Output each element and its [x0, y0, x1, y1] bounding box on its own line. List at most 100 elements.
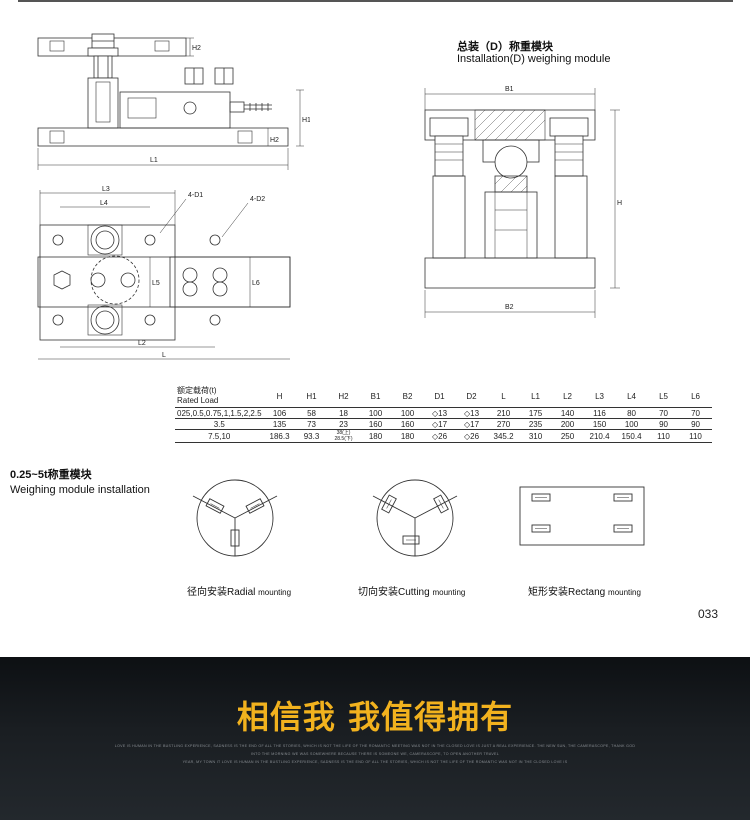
- table-cell: 210.4: [583, 429, 616, 443]
- table-cell: 175: [519, 407, 552, 419]
- label-l3: L3: [102, 186, 110, 193]
- table-cell: 135: [263, 418, 296, 430]
- radial-cn: 径向安装: [187, 587, 227, 598]
- side-view-drawing: H2 H1 H2 L1: [37, 33, 310, 170]
- rectangular-suffix: mounting: [608, 588, 641, 597]
- table-header-row: 额定载荷(t) Rated Load H H1 H2 B1 B2 D1 D2 L…: [175, 385, 712, 408]
- col-d2: D2: [455, 385, 488, 408]
- module-section-title: 0.25~5t称重模块: [10, 469, 92, 481]
- col-h2: H2: [327, 385, 360, 408]
- base-plate: [37, 127, 289, 147]
- table-cell: ◇26: [455, 429, 488, 443]
- col-l: L: [487, 385, 520, 408]
- table-cell: ◇13: [455, 407, 488, 419]
- row-load: 7.5,10: [175, 429, 264, 443]
- installation-d-subtitle: Installation(D) weighing module: [457, 53, 611, 65]
- row-load: 3.5: [175, 418, 264, 430]
- rectangular-en: Rectang: [568, 587, 606, 598]
- table-cell: 140: [551, 407, 584, 419]
- label-l4: L4: [100, 200, 108, 207]
- col-b1: B1: [359, 385, 392, 408]
- table-cell: ◇26: [423, 429, 456, 443]
- label-l2: L2: [138, 340, 146, 347]
- table-cell: 310: [519, 429, 552, 443]
- table-cell: 345.2: [487, 429, 520, 443]
- table-cell: 150: [583, 418, 616, 430]
- radial-caption: 径向安装Radial mounting: [187, 583, 291, 598]
- table-cell: 70: [679, 407, 712, 419]
- rectangular-cn: 矩形安装: [528, 587, 568, 598]
- label-d2: 4-D2: [250, 196, 265, 203]
- banner-fine-text: LOVE IS HUMAN IN THE BUSTLING EXPERIENCE…: [114, 744, 636, 748]
- label-b2: B2: [505, 304, 514, 311]
- label-l1: L1: [150, 157, 158, 164]
- col-l5: L5: [647, 385, 680, 408]
- table-cell: 160: [391, 418, 424, 430]
- label-h2-top: H2: [192, 45, 201, 52]
- label-l6: L6: [252, 280, 260, 287]
- table-cell-h2-split: 38(上) 28.5(下): [327, 429, 360, 443]
- col-l2: L2: [551, 385, 584, 408]
- spec-table: 额定载荷(t) Rated Load H H1 H2 B1 B2 D1 D2 L…: [175, 385, 712, 443]
- header-load-en: Rated Load: [177, 396, 219, 405]
- table-cell: ◇13: [423, 407, 456, 419]
- table-cell: 18: [327, 407, 360, 419]
- cutting-mounting-diagram: [372, 479, 458, 557]
- h2-upper: 38(上): [336, 430, 351, 436]
- label-h1: H1: [302, 117, 310, 124]
- top-divider: [18, 0, 733, 2]
- table-cell: 160: [359, 418, 392, 430]
- radial-en: Radial: [227, 587, 256, 598]
- table-cell: 210: [487, 407, 520, 419]
- radial-mounting-diagram: [192, 479, 278, 557]
- label-h2-bottom: H2: [270, 137, 279, 144]
- col-h: H: [263, 385, 296, 408]
- cutting-suffix: mounting: [432, 588, 466, 597]
- table-cell: 106: [263, 407, 296, 419]
- table-row: 7.5,10 186.3 93.3 38(上) 28.5(下) 180 180 …: [175, 429, 712, 443]
- table-cell: ◇17: [455, 418, 488, 430]
- table-cell: 90: [647, 418, 680, 430]
- col-b2: B2: [391, 385, 424, 408]
- col-l3: L3: [583, 385, 616, 408]
- label-l5: L5: [152, 280, 160, 287]
- table-cell: 110: [647, 429, 680, 443]
- table-cell: 80: [615, 407, 648, 419]
- table-cell: 100: [391, 407, 424, 419]
- label-b1: B1: [505, 86, 514, 93]
- table-cell: 58: [295, 407, 328, 419]
- cutting-en: Cutting: [398, 587, 430, 598]
- table-cell: 270: [487, 418, 520, 430]
- radial-suffix: mounting: [258, 588, 292, 597]
- page-number: 033: [698, 607, 719, 621]
- cutting-caption: 切向安装Cutting mounting: [358, 583, 465, 598]
- col-l1: L1: [519, 385, 552, 408]
- label-h: H: [617, 200, 622, 207]
- col-h1: H1: [295, 385, 328, 408]
- row-load: 025,0.5,0.75,1,1.5,2,2.5: [175, 407, 264, 419]
- col-l6: L6: [679, 385, 712, 408]
- banner-fine-text: INTO THE MORNING WE WAS SOMEWHERE BECAUS…: [250, 752, 500, 756]
- col-d1: D1: [423, 385, 456, 408]
- header-rated-load: 额定载荷(t) Rated Load: [175, 385, 264, 408]
- table-cell: 235: [519, 418, 552, 430]
- table-cell: 93.3: [295, 429, 328, 443]
- table-cell: 110: [679, 429, 712, 443]
- banner-fine-text: YEAR, MY TOWN IT LOVE IS HUMAN IN THE BU…: [182, 760, 568, 764]
- col-l4: L4: [615, 385, 648, 408]
- plan-view-drawing: L3 L4 4-D1 4-D2 L5 L6 L2 L: [37, 186, 291, 360]
- table-cell: 90: [679, 418, 712, 430]
- label-d1: 4-D1: [188, 192, 203, 199]
- table-cell: 70: [647, 407, 680, 419]
- header-load-cn: 额定载荷(t): [177, 386, 217, 395]
- bottom-banner: [0, 657, 750, 820]
- cutting-cn: 切向安装: [358, 587, 398, 598]
- table-cell: 250: [551, 429, 584, 443]
- table-cell: 180: [359, 429, 392, 443]
- banner-slogan: 相信我 我值得拥有: [236, 698, 514, 736]
- label-l: L: [162, 352, 166, 359]
- table-cell: 100: [615, 418, 648, 430]
- table-cell: 73: [295, 418, 328, 430]
- module-section-subtitle: Weighing module installation: [10, 484, 150, 496]
- h2-lower: 28.5(下): [334, 436, 353, 442]
